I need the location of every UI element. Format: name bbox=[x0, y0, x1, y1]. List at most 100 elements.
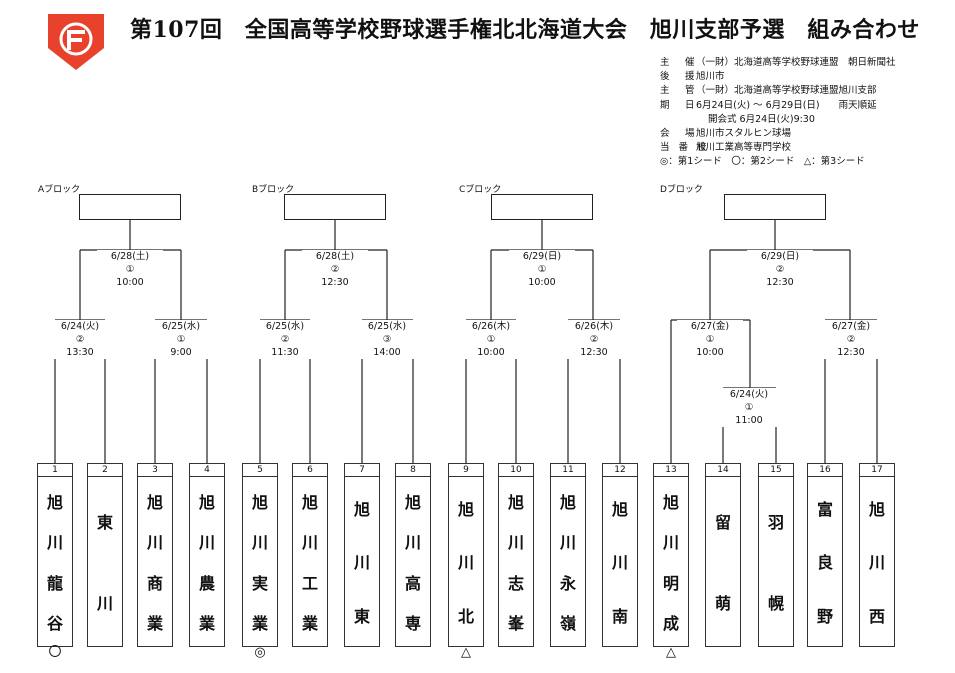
team-name-char: 成 bbox=[662, 613, 679, 633]
page-title: 第107回 全国高等学校野球選手権北北海道大会 旭川支部予選 組み合わせ bbox=[130, 17, 920, 43]
team-name-char: 実 bbox=[251, 573, 268, 593]
team-name-char: 川 bbox=[146, 533, 163, 553]
team-name-char: 旭 bbox=[46, 493, 63, 513]
info-row-seed-legend: ◎：第1シード 〇：第2シード △：第3シード bbox=[660, 156, 865, 168]
team-name-char: 川 bbox=[46, 533, 63, 553]
block-label-a: Aブロック bbox=[38, 185, 81, 195]
team-name: 旭川永嶺 bbox=[550, 477, 586, 647]
info-row-support: 後 援旭川市 bbox=[660, 71, 725, 83]
team-name-char: 旭 bbox=[662, 493, 679, 513]
team-name-char: 業 bbox=[251, 613, 268, 633]
team-name-char: 川 bbox=[96, 593, 113, 613]
team-name-char: 川 bbox=[251, 533, 268, 553]
team-name-char: 萌 bbox=[714, 593, 731, 613]
team-name-char: 旭 bbox=[301, 493, 318, 513]
team-name-char: 幌 bbox=[767, 593, 784, 613]
winner-box-a bbox=[79, 194, 181, 220]
team-name-char: 農 bbox=[198, 573, 215, 593]
team-name: 旭川農業 bbox=[189, 477, 225, 647]
info-row-manager: 主 管（一財）北海道高等学校野球連盟旭川支部 bbox=[660, 85, 877, 97]
team-name-char: 富 bbox=[816, 499, 833, 519]
team-name: 旭川南 bbox=[602, 477, 638, 647]
block-label-d: Dブロック bbox=[660, 185, 703, 195]
winner-box-b bbox=[284, 194, 386, 220]
team-name-char: 業 bbox=[198, 613, 215, 633]
info-row-venue: 会 場旭川市スタルヒン球場 bbox=[660, 128, 792, 140]
team-name-char: 東 bbox=[96, 513, 113, 533]
info-row-organizer: 主 催（一財）北海道高等学校野球連盟 朝日新聞社 bbox=[660, 57, 896, 68]
team-name-char: 旭 bbox=[146, 493, 163, 513]
team-name-char: 羽 bbox=[767, 513, 784, 533]
team-name: 富良野 bbox=[807, 477, 843, 647]
team-name-char: 旭 bbox=[353, 499, 370, 519]
team-name-char: 商 bbox=[146, 573, 163, 593]
team-name: 旭川工業 bbox=[292, 477, 328, 647]
team-name-char: 川 bbox=[611, 553, 628, 573]
seed-mark: 〇 bbox=[48, 645, 62, 660]
team-name-char: 永 bbox=[559, 573, 576, 593]
team-name-char: 谷 bbox=[46, 613, 63, 633]
team-name-char: 旭 bbox=[868, 499, 885, 519]
team-name-char: 川 bbox=[507, 533, 524, 553]
logo-icon bbox=[48, 14, 104, 70]
team-name-char: 東 bbox=[353, 607, 370, 627]
team-name-char: 旭 bbox=[611, 499, 628, 519]
team-name-char: 旭 bbox=[198, 493, 215, 513]
team-name-char: 北 bbox=[457, 607, 474, 627]
team-name-char: 川 bbox=[457, 553, 474, 573]
team-name-char: 嶺 bbox=[559, 613, 576, 633]
seed-mark: △ bbox=[666, 645, 676, 660]
tournament-info: 主 催（一財）北海道高等学校野球連盟 朝日新聞社 後 援旭川市 主 管（一財）北… bbox=[660, 56, 896, 170]
seed-mark: ◎ bbox=[254, 645, 266, 660]
team-name-char: 川 bbox=[868, 553, 885, 573]
team-name-char: 川 bbox=[353, 553, 370, 573]
team-name-char: 高 bbox=[404, 573, 421, 593]
team-name-char: 龍 bbox=[46, 573, 63, 593]
team-name-char: 川 bbox=[662, 533, 679, 553]
team-name-char: 良 bbox=[816, 553, 833, 573]
team-name-char: 野 bbox=[816, 607, 833, 627]
team-name-char: 旭 bbox=[251, 493, 268, 513]
team-name-char: 南 bbox=[611, 607, 628, 627]
team-name: 旭川実業 bbox=[242, 477, 278, 647]
team-name: 羽幌 bbox=[758, 477, 794, 647]
team-name: 旭川西 bbox=[859, 477, 895, 647]
team-name-char: 明 bbox=[662, 573, 679, 593]
team-name-char: 川 bbox=[301, 533, 318, 553]
info-row-host-school: 当 番 校旭川工業高等専門学校 bbox=[660, 142, 792, 154]
team-name-char: 志 bbox=[507, 573, 524, 593]
team-name: 旭川明成 bbox=[653, 477, 689, 647]
block-label-b: Bブロック bbox=[252, 185, 295, 195]
team-name-char: 業 bbox=[301, 613, 318, 633]
info-row-opening: 開会式 6月24日(火)9:30 bbox=[708, 113, 815, 125]
team-name: 旭川龍谷 bbox=[37, 477, 73, 647]
team-name-char: 専 bbox=[404, 613, 421, 633]
team-name-char: 留 bbox=[714, 513, 731, 533]
team-name-char: 川 bbox=[198, 533, 215, 553]
